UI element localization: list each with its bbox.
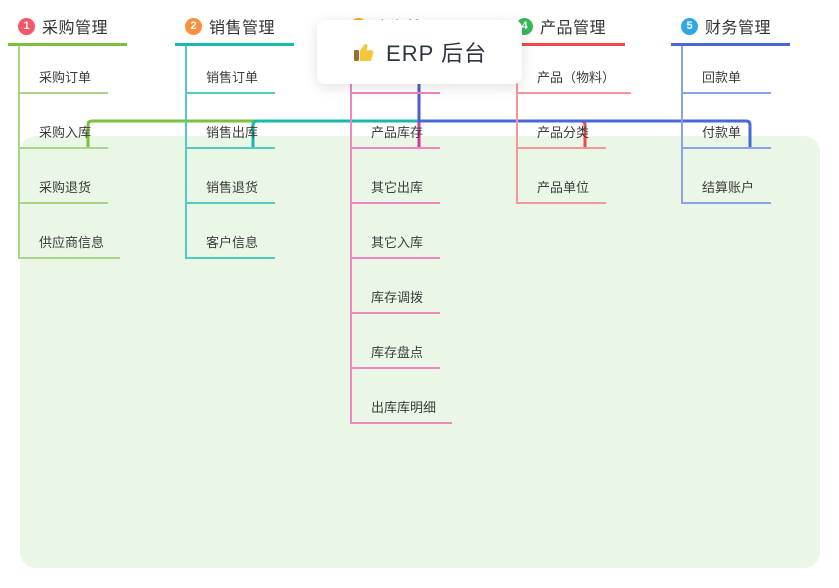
branch-children-list: 仓库信息 产品库存 其它出库 其它入库 库存调拨 库存盘点 出库库明细 — [350, 46, 459, 424]
topic-node-purchase[interactable]: 1 采购管理 — [8, 14, 127, 46]
subtopic-node[interactable]: 产品（物料） — [518, 46, 632, 94]
topic-label: 采购管理 — [42, 20, 109, 37]
subtopic-node[interactable]: 结算账户 — [683, 149, 771, 204]
subtopic-node[interactable]: 库存调拨 — [352, 259, 440, 314]
branch-children-list: 销售订单 销售出库 销售退货 客户信息 — [185, 46, 294, 259]
subtopic-node[interactable]: 采购退货 — [20, 149, 108, 204]
subtopic-node[interactable]: 产品库存 — [352, 94, 440, 149]
subtopic-node[interactable]: 出库库明细 — [352, 369, 453, 424]
branches-board — [20, 136, 820, 568]
subtopic-node[interactable]: 库存盘点 — [352, 314, 440, 369]
topic-label: 财务管理 — [705, 20, 772, 37]
subtopic-node[interactable]: 其它入库 — [352, 204, 440, 259]
topic-label: 产品管理 — [540, 20, 607, 37]
branch-children-list: 采购订单 采购入库 采购退货 供应商信息 — [18, 46, 127, 259]
thumbs-up-icon — [354, 44, 374, 61]
branch-number-badge: 5 — [681, 17, 698, 35]
subtopic-node[interactable]: 采购订单 — [20, 46, 108, 94]
branch-number-badge: 1 — [18, 17, 35, 35]
root-node[interactable]: ERP 后台 — [317, 20, 522, 84]
root-label: ERP 后台 — [386, 41, 487, 66]
subtopic-node[interactable]: 销售退货 — [187, 149, 275, 204]
subtopic-node[interactable]: 销售订单 — [187, 46, 275, 94]
branch-children-list: 产品（物料） 产品分类 产品单位 — [516, 46, 632, 204]
subtopic-node[interactable]: 产品单位 — [518, 149, 606, 204]
subtopic-node[interactable]: 其它出库 — [352, 149, 440, 204]
branch-sales: 2 销售管理 销售订单 销售出库 销售退货 客户信息 — [175, 14, 294, 259]
subtopic-node[interactable]: 客户信息 — [187, 204, 275, 259]
subtopic-node[interactable]: 付款单 — [683, 94, 771, 149]
subtopic-node[interactable]: 回款单 — [683, 46, 771, 94]
subtopic-node[interactable]: 销售出库 — [187, 94, 275, 149]
topic-node-finance[interactable]: 5 财务管理 — [671, 14, 790, 46]
topic-label: 销售管理 — [209, 20, 276, 37]
subtopic-node[interactable]: 产品分类 — [518, 94, 606, 149]
topic-node-product[interactable]: 4 产品管理 — [506, 14, 625, 46]
branch-children-list: 回款单 付款单 结算账户 — [681, 46, 790, 204]
branch-product: 4 产品管理 产品（物料） 产品分类 产品单位 — [506, 14, 632, 204]
branch-finance: 5 财务管理 回款单 付款单 结算账户 — [671, 14, 790, 204]
subtopic-node[interactable]: 供应商信息 — [20, 204, 121, 259]
subtopic-node[interactable]: 采购入库 — [20, 94, 108, 149]
topic-node-sales[interactable]: 2 销售管理 — [175, 14, 294, 46]
branch-purchase: 1 采购管理 采购订单 采购入库 采购退货 供应商信息 — [8, 14, 127, 259]
branch-number-badge: 2 — [185, 17, 202, 35]
